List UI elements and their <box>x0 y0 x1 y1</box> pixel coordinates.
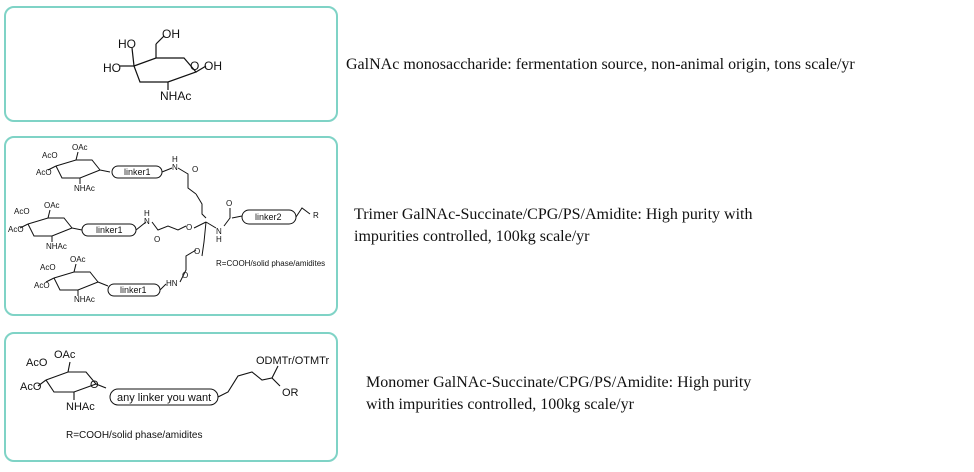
trimer-description: Trimer GalNAc-Succinate/CPG/PS/Amidite: … <box>354 206 753 245</box>
svg-text:linker1: linker1 <box>120 285 147 295</box>
svg-text:H: H <box>216 235 222 244</box>
svg-text:AcO: AcO <box>36 168 52 177</box>
svg-text:HN: HN <box>166 279 178 288</box>
svg-text:O: O <box>186 223 192 232</box>
svg-text:linker2: linker2 <box>255 212 282 222</box>
monosaccharide-description: GalNAc monosaccharide: fermentation sour… <box>346 56 855 73</box>
svg-text:O: O <box>192 165 198 174</box>
trimer-r-note: R=COOH/solid phase/amidites <box>216 259 325 268</box>
svg-text:O: O <box>90 379 99 391</box>
odmtr-label: ODMTr/OTMTr <box>256 355 329 367</box>
ring-oxygen-label: O <box>190 59 199 73</box>
svg-text:AcO: AcO <box>26 357 48 369</box>
svg-text:AcO: AcO <box>42 151 58 160</box>
galnac-monosaccharide-card: HO OH HO O OH NHAc <box>4 6 338 122</box>
svg-text:N: N <box>216 227 222 236</box>
svg-text:AcO: AcO <box>40 263 56 272</box>
svg-text:O: O <box>182 271 188 280</box>
svg-text:H: H <box>144 209 150 218</box>
svg-text:NHAc: NHAc <box>46 242 67 251</box>
svg-text:AcO: AcO <box>8 225 24 234</box>
ho-label-left: HO <box>103 61 121 75</box>
svg-text:linker1: linker1 <box>96 225 123 235</box>
svg-text:AcO: AcO <box>34 281 50 290</box>
svg-text:linker1: linker1 <box>124 167 151 177</box>
svg-text:NHAc: NHAc <box>66 401 95 413</box>
monomer-r-note: R=COOH/solid phase/amidites <box>66 430 202 441</box>
svg-text:OAc: OAc <box>70 255 86 264</box>
svg-text:O: O <box>194 247 200 256</box>
galnac-monomer-card: AcO OAc AcO O NHAc any linker you want O… <box>4 332 338 462</box>
svg-text:OAc: OAc <box>72 143 88 152</box>
svg-text:NHAc: NHAc <box>74 295 95 304</box>
oh-label-ch2: OH <box>162 27 180 41</box>
svg-text:H: H <box>172 155 178 164</box>
svg-text:O: O <box>154 235 160 244</box>
svg-text:AcO: AcO <box>20 381 42 393</box>
galnac-trimer-card: AcO OAc AcO NHAc linker1 H N O AcO OAc A… <box>4 136 338 316</box>
svg-text:OAc: OAc <box>44 201 60 210</box>
svg-text:R: R <box>313 211 319 220</box>
nhac-label: NHAc <box>160 89 191 103</box>
or-label: OR <box>282 387 299 399</box>
svg-text:N: N <box>172 163 178 172</box>
galnac-monomer-structure: AcO OAc AcO O NHAc any linker you want O… <box>20 349 329 441</box>
svg-text:AcO: AcO <box>14 207 30 216</box>
svg-text:NHAc: NHAc <box>74 184 95 193</box>
galnac-trimer-structure: AcO OAc AcO NHAc linker1 H N O AcO OAc A… <box>8 143 325 304</box>
galnac-monosaccharide-structure: HO OH HO O OH NHAc <box>103 27 222 103</box>
sugar-unit-middle: AcO OAc AcO NHAc <box>8 201 83 251</box>
svg-text:any linker you want: any linker you want <box>117 392 211 404</box>
ho-label-top: HO <box>118 37 136 51</box>
svg-text:N: N <box>144 217 150 226</box>
sugar-unit-bottom: AcO OAc AcO NHAc <box>34 255 109 304</box>
monomer-description: Monomer GalNAc-Succinate/CPG/PS/Amidite:… <box>366 374 752 413</box>
svg-text:O: O <box>226 199 232 208</box>
sugar-unit-top: AcO OAc AcO NHAc <box>36 143 111 193</box>
svg-text:OAc: OAc <box>54 349 76 361</box>
oh-label-anomeric: OH <box>204 59 222 73</box>
